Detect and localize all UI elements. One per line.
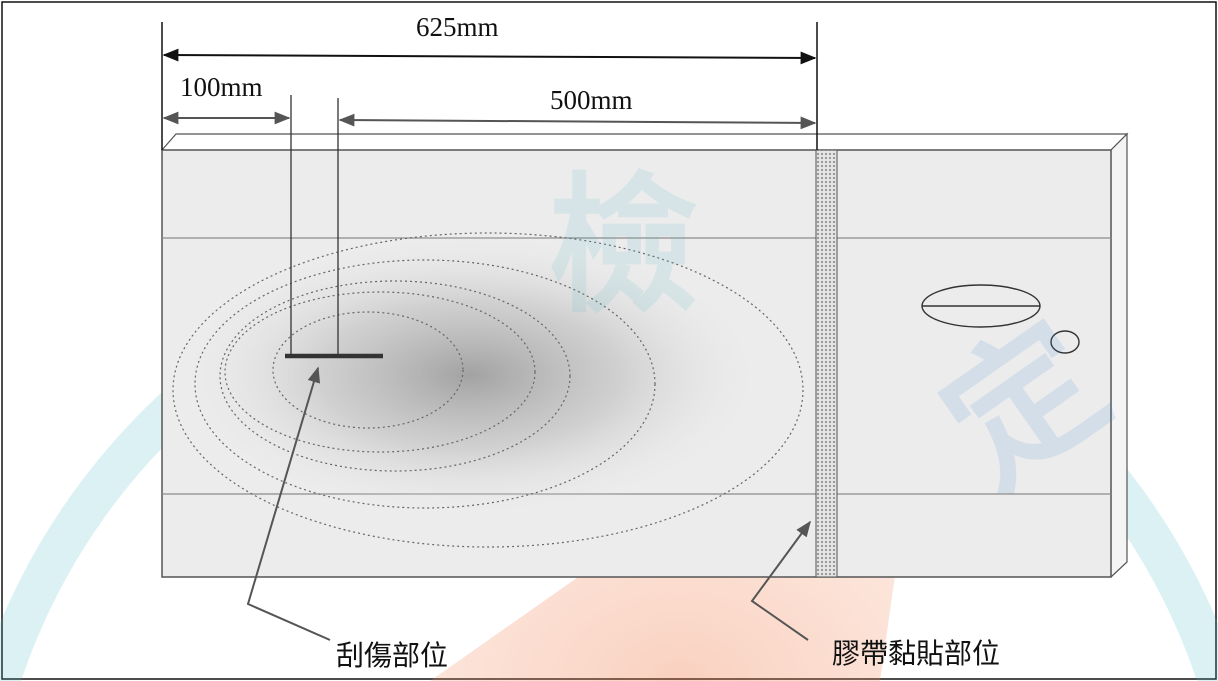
panel-top-edge	[161, 133, 1129, 151]
callout-tape-label: 膠帶黏貼部位	[832, 637, 1001, 670]
watermark-char-1: 檢	[548, 160, 699, 334]
dim-arrow-500	[338, 113, 817, 130]
dim-label-500: 500mm	[550, 85, 633, 115]
panel-side-edge	[1110, 132, 1128, 578]
tape-strip	[815, 149, 838, 578]
ring-3	[219, 280, 571, 472]
scratch-zone-shading	[170, 230, 770, 520]
callout-scratch-label: 刮傷部位	[336, 639, 449, 672]
dim-label-100: 100mm	[180, 72, 263, 102]
scratch-zone-rings	[172, 232, 804, 548]
dim-label-625: 625mm	[416, 12, 499, 42]
ring-5	[272, 311, 464, 429]
ring-4	[224, 291, 536, 453]
small-hole	[1050, 330, 1080, 354]
dim-arrow-625	[162, 48, 817, 65]
ring-2	[194, 259, 656, 509]
ring-1	[172, 232, 804, 548]
leader-scratch	[246, 366, 331, 641]
leader-tape	[750, 520, 811, 641]
